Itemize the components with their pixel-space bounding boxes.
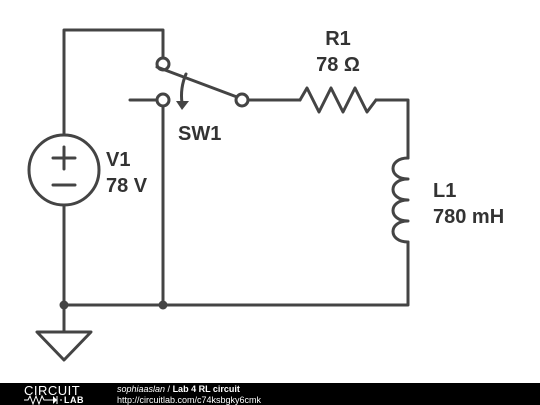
- plus-sign: [51, 145, 77, 171]
- wire-resistor-to-inductor: [374, 98, 410, 160]
- logo-text-circuit: CIRCUIT: [24, 383, 81, 398]
- footer-bar: CIRCUIT LAB sophiaaslan / Lab 4 RL circu…: [0, 383, 540, 405]
- voltage-source-symbol: [27, 133, 101, 207]
- ground-symbol: [35, 330, 93, 362]
- circuit-meta: sophiaaslan / Lab 4 RL circuit: [117, 384, 240, 394]
- logo-text-lab: LAB: [64, 395, 84, 405]
- circuit-title[interactable]: Lab 4 RL circuit: [172, 384, 240, 394]
- circuit-schematic: V1 78 V SW1 R1 78 Ω L1 780 mH: [27, 28, 504, 362]
- meta-separator: /: [165, 384, 173, 394]
- inductor-ref-label: L1: [433, 180, 456, 202]
- logo-resistor-icon: [24, 394, 49, 405]
- switch-ref-label: SW1: [178, 123, 221, 145]
- inductor-symbol: [391, 156, 410, 244]
- junction-left: [59, 300, 69, 310]
- circuit-url[interactable]: http://circuitlab.com/c74ksbgky6cmk: [117, 395, 262, 405]
- switch-contact-nc: [155, 92, 171, 108]
- switch-contact-common: [234, 92, 250, 108]
- switch-blade: [155, 65, 239, 99]
- author-link[interactable]: sophiaaslan: [117, 384, 166, 394]
- wire-inductor-bottom: [62, 240, 410, 307]
- source-value-label: 78 V: [106, 175, 148, 197]
- inductor-value-label: 780 mH: [433, 206, 504, 228]
- resistor-value-label: 78 Ω: [316, 54, 360, 76]
- source-ref-label: V1: [106, 149, 130, 171]
- wire-source-to-switch: [62, 28, 165, 137]
- resistor-ref-label: R1: [325, 28, 351, 50]
- junction-switch: [158, 300, 168, 310]
- resistor-symbol: [298, 86, 378, 114]
- switch-arrow-head: [176, 101, 189, 110]
- circuitlab-logo: [24, 394, 62, 405]
- switch-arrow-arc: [180, 72, 188, 105]
